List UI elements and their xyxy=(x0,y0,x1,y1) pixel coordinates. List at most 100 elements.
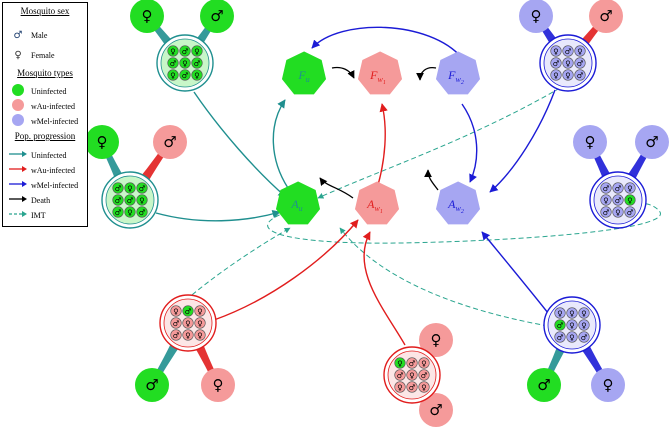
offspring-mosquito xyxy=(566,331,578,343)
offspring-mosquito xyxy=(612,194,624,206)
male-symbol-icon: ♂ xyxy=(182,47,189,56)
female-symbol-icon: ♀ xyxy=(627,184,633,193)
male-symbol-icon: ♂ xyxy=(145,376,158,394)
red-arrow-icon xyxy=(9,166,27,172)
female-symbol-icon: ♀ xyxy=(182,59,188,68)
female-symbol-icon: ♀ xyxy=(421,359,427,368)
node-Fw1-label: Fw1 xyxy=(369,68,386,86)
arrow-top-left-to-Au xyxy=(193,91,287,198)
parent-mosquito xyxy=(591,368,625,402)
cluster-mid-right: ♀♂♂♂♀♀♂♀♂♀♂ xyxy=(573,125,669,229)
offspring-mosquito xyxy=(554,331,566,343)
female-symbol-icon: ♀ xyxy=(127,208,133,217)
offspring-mosquito xyxy=(167,45,179,57)
death-arrows xyxy=(319,66,439,199)
female-symbol-icon: ♀ xyxy=(569,309,575,318)
female-symbol-icon: ♀ xyxy=(14,49,22,61)
female-symbol-icon: ♀ xyxy=(173,307,179,316)
male-symbol-icon: ♂ xyxy=(163,133,176,151)
arrow-Aw1-to-Fw1 xyxy=(377,103,388,186)
offspring-mosquito xyxy=(394,369,406,381)
legend-types-title: Mosquito types xyxy=(17,68,73,78)
male-symbol-icon: ♂ xyxy=(599,7,612,25)
imt-link-bottom-left xyxy=(185,227,291,301)
arrow-mid-left-to-Au xyxy=(155,210,281,222)
black-arrow-icon xyxy=(9,196,27,202)
female-symbol-icon: ♀ xyxy=(603,376,614,394)
male-symbol-icon: ♂ xyxy=(553,59,560,68)
offspring-mosquito xyxy=(550,69,562,81)
male-symbol-icon: ♂ xyxy=(173,331,180,340)
female-symbol-icon: ♀ xyxy=(194,71,200,80)
offspring-mosquito xyxy=(394,381,406,393)
offspring-mosquito xyxy=(167,57,179,69)
offspring-mosquito xyxy=(182,317,194,329)
wau-swatch xyxy=(12,99,24,111)
female-symbol-icon: ♀ xyxy=(127,184,133,193)
blue-arrow-icon xyxy=(9,181,27,187)
node-Aw1-label: Aw1 xyxy=(366,197,383,215)
node-Aw2: Aw2 xyxy=(435,181,481,225)
offspring-mosquito xyxy=(194,305,206,317)
male-symbol-icon: ♂ xyxy=(557,321,564,330)
legend-type-wau: wAu-infected xyxy=(7,99,87,112)
arrow-Au-to-Fu xyxy=(272,99,289,189)
female-symbol-icon: ♀ xyxy=(569,333,575,342)
offspring-mosquito xyxy=(550,45,562,57)
parent-mosquito xyxy=(201,368,235,402)
parent-mosquito xyxy=(589,0,623,33)
male-symbol-icon: ♂ xyxy=(182,71,189,80)
female-symbol-icon: ♀ xyxy=(397,383,403,392)
parent-mosquito xyxy=(635,125,669,159)
female-symbol-icon: ♀ xyxy=(185,331,191,340)
female-symbol-icon: ♀ xyxy=(194,47,200,56)
mosquito-clusters: ♀♂♀♂♀♂♀♂♀♂♀♀♂♂♀♂♂♂♀♂♀♂♂♀♀♂♀♂♀♀♂♀♀♀♂♀♂♀♂♀… xyxy=(85,0,669,427)
legend-prog-wmel: wMel-infected xyxy=(7,179,87,191)
female-symbol-icon: ♀ xyxy=(185,319,191,328)
parent-mosquito xyxy=(85,125,119,159)
offspring-mosquito xyxy=(612,206,624,218)
male-symbol-icon: ♂ xyxy=(603,184,610,193)
female-symbol-icon: ♀ xyxy=(97,133,108,151)
offspring-mosquito xyxy=(136,206,148,218)
offspring-mosquito xyxy=(578,331,590,343)
male-symbol-icon: ♂ xyxy=(170,59,177,68)
offspring-mosquito xyxy=(136,182,148,194)
offspring-mosquito xyxy=(574,69,586,81)
female-symbol-icon: ♀ xyxy=(627,196,633,205)
male-symbol-icon: ♂ xyxy=(115,196,122,205)
parent-mosquito xyxy=(519,0,553,33)
male-symbol-icon: ♂ xyxy=(577,71,584,80)
parent-mosquito xyxy=(130,0,164,33)
offspring-mosquito xyxy=(179,69,191,81)
female-symbol-icon: ♀ xyxy=(581,321,587,330)
node-Aw1: Aw1 xyxy=(354,181,400,225)
node-Aw2-label: Aw2 xyxy=(447,197,464,215)
offspring-mosquito xyxy=(554,307,566,319)
node-Au: Au xyxy=(275,181,321,225)
arrow-Fw2-to-Aw2 xyxy=(461,103,478,183)
legend-prog-death: Death xyxy=(7,194,87,206)
imt-link-bottom-right xyxy=(339,227,549,327)
male-symbol-icon: ♂ xyxy=(429,401,442,419)
female-symbol-icon: ♀ xyxy=(615,208,621,217)
female-symbol-icon: ♀ xyxy=(569,321,575,330)
female-symbol-icon: ♀ xyxy=(397,359,403,368)
offspring-mosquito xyxy=(574,45,586,57)
offspring-mosquito xyxy=(182,305,194,317)
legend-male: ♂ Male xyxy=(7,29,87,41)
node-Fw2-label: Fw2 xyxy=(447,68,464,86)
offspring-mosquito xyxy=(600,194,612,206)
male-symbol-icon: ♂ xyxy=(577,59,584,68)
male-symbol-icon: ♂ xyxy=(409,359,416,368)
offspring-mosquito xyxy=(566,307,578,319)
male-symbol-icon: ♂ xyxy=(127,196,134,205)
cluster-top-left: ♀♂♀♂♀♂♀♂♀♂♀ xyxy=(130,0,234,92)
male-symbol-icon: ♂ xyxy=(581,333,588,342)
death-arrow-Fw2 xyxy=(416,66,437,81)
female-symbol-icon: ♀ xyxy=(553,71,559,80)
offspring-mosquito xyxy=(167,69,179,81)
cluster-bottom-right: ♂♀♀♀♀♂♀♀♂♀♂ xyxy=(527,296,625,402)
legend-progression-title: Pop. progression xyxy=(14,131,76,141)
